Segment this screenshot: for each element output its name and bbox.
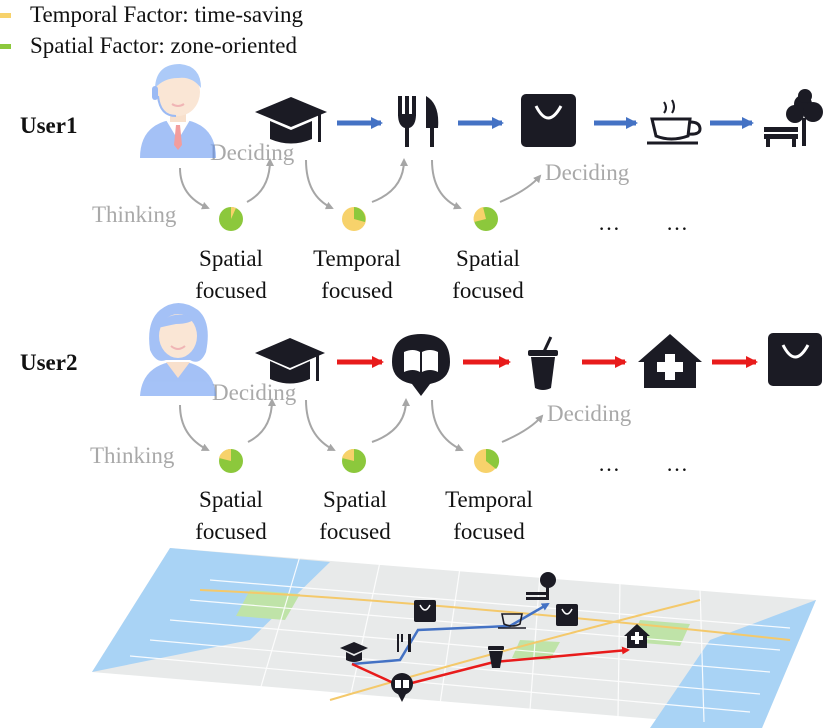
user2-deciding-label-2: Deciding	[547, 401, 632, 426]
user2-focus-1-line2: focused	[195, 519, 267, 544]
user2-pie-2	[342, 448, 366, 473]
user1-focus-3-line1: Spatial	[456, 246, 520, 271]
user2-ellipsis-1: …	[598, 451, 622, 476]
map-park-bench-tree-icon	[526, 572, 556, 600]
legend-label-temporal: Temporal Factor: time-saving	[30, 2, 304, 27]
map-water-west	[92, 548, 330, 672]
user2-focus-1: Spatial focused	[176, 484, 286, 548]
user2-thinking-label: Thinking	[90, 443, 175, 468]
user1-focus-1-line2: focused	[195, 278, 267, 303]
user2-focus-1-line1: Spatial	[199, 487, 263, 512]
user2-focus-3-line1: Temporal	[445, 487, 533, 512]
map-book-pin-icon	[391, 673, 413, 702]
user1-focus-1-line1: Spatial	[199, 246, 263, 271]
legend-spatial: Spatial Factor: zone-oriented	[0, 34, 297, 58]
user1-focus-3: Spatial focused	[433, 243, 543, 307]
user1-focus-2-line2: focused	[321, 278, 393, 303]
drink-cup-icon	[528, 336, 558, 390]
user2-avatar	[140, 303, 216, 396]
map-drink-cup-icon	[488, 646, 504, 668]
city-map	[92, 548, 816, 728]
user1-deciding-label-1: Deciding	[210, 140, 295, 165]
map-park-1	[236, 590, 300, 620]
user1-pie-1	[219, 206, 243, 231]
legend-swatch-temporal	[0, 12, 11, 18]
legend-label-spatial: Spatial Factor: zone-oriented	[30, 33, 297, 58]
user2-ellipsis-2: …	[666, 451, 690, 476]
user2-reasoning-arrows	[179, 398, 544, 452]
map-graduation-cap-icon	[340, 642, 368, 662]
map-highways	[199, 589, 791, 701]
map-hospital-icon	[624, 624, 650, 648]
user1-focus-2-line1: Temporal	[313, 246, 401, 271]
user1-avatar	[140, 64, 216, 158]
user1-ellipsis-1: …	[598, 210, 622, 235]
map-route-user1	[351, 602, 550, 666]
user1-focus-3-line2: focused	[452, 278, 524, 303]
map-fork-knife-icon	[397, 634, 411, 652]
user2-focus-2-line1: Spatial	[323, 487, 387, 512]
shopping-bag-icon-2	[768, 333, 822, 386]
user2-focus-3: Temporal focused	[434, 484, 544, 548]
user1-thinking-label: Thinking	[92, 202, 177, 227]
user1-ellipsis-2: …	[666, 210, 690, 235]
fork-knife-icon	[398, 96, 439, 147]
map-route-user2	[351, 646, 630, 688]
legend-swatch-spatial	[0, 43, 11, 49]
book-pin-icon	[392, 334, 450, 396]
user2-pie-3	[474, 448, 500, 473]
park-bench-tree-icon	[764, 89, 823, 147]
user1-deciding-label-2: Deciding	[545, 160, 630, 185]
graduation-cap-icon-2	[255, 338, 325, 384]
user1-reasoning-arrows	[179, 158, 542, 210]
hospital-icon	[638, 334, 702, 388]
map-coffee-cup-icon	[498, 613, 526, 629]
user2-focus-2: Spatial focused	[300, 484, 410, 548]
graduation-cap-icon	[255, 97, 327, 144]
user1-label: User1	[20, 113, 78, 138]
map-shopping-bag-icon-2	[556, 604, 578, 626]
user1-focus-2: Temporal focused	[302, 243, 412, 307]
user2-focus-2-line2: focused	[319, 519, 391, 544]
user2-deciding-label-1: Deciding	[212, 380, 297, 405]
user2-focus-3-line2: focused	[453, 519, 525, 544]
user2-label: User2	[20, 350, 78, 375]
user1-pie-3	[473, 207, 498, 231]
shopping-bag-icon	[521, 94, 576, 147]
user1-pie-2	[342, 207, 366, 231]
legend-temporal: Temporal Factor: time-saving	[0, 3, 303, 27]
coffee-cup-icon	[647, 99, 702, 145]
user1-focus-1: Spatial focused	[176, 243, 286, 307]
map-water-east	[650, 600, 816, 728]
map-shopping-bag-icon	[414, 600, 436, 622]
user2-pie-1	[219, 448, 243, 473]
